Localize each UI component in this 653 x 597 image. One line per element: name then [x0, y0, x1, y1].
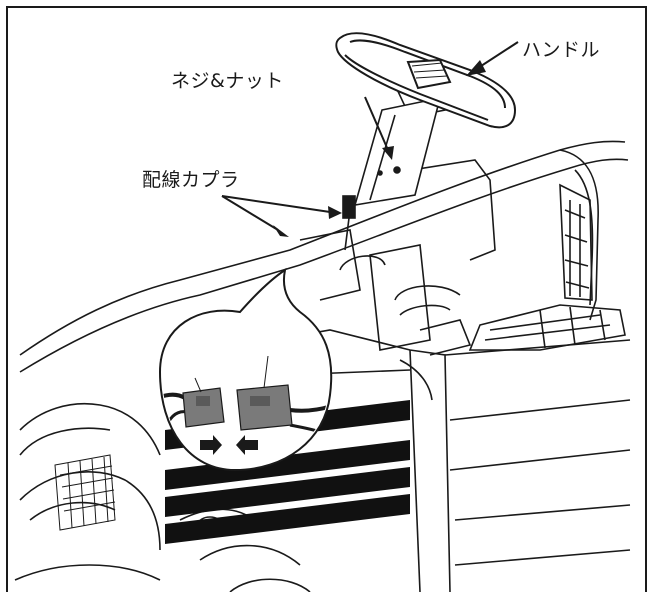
label-screw-nut: ネジ&ナット — [171, 70, 284, 92]
screw-hole — [393, 166, 401, 174]
screw-arrow-icon — [382, 146, 394, 160]
label-handle: ハンドル — [522, 39, 601, 61]
label-connector: 配線カプラ — [142, 169, 240, 191]
connector-arrow-icon-2 — [273, 225, 289, 237]
leader-lines — [221, 41, 519, 237]
connector-left — [182, 387, 225, 428]
connector-right — [236, 384, 293, 431]
frame-border — [6, 6, 647, 597]
connector-arrow-icon — [328, 206, 342, 219]
steering-wheel — [335, 32, 517, 129]
handle-arrow-icon — [466, 60, 486, 76]
front-grille — [54, 454, 116, 531]
column-connector — [342, 195, 356, 219]
arrow-left-icon — [236, 435, 258, 455]
connector-callout — [158, 267, 333, 472]
arrow-right-icon — [200, 435, 222, 455]
